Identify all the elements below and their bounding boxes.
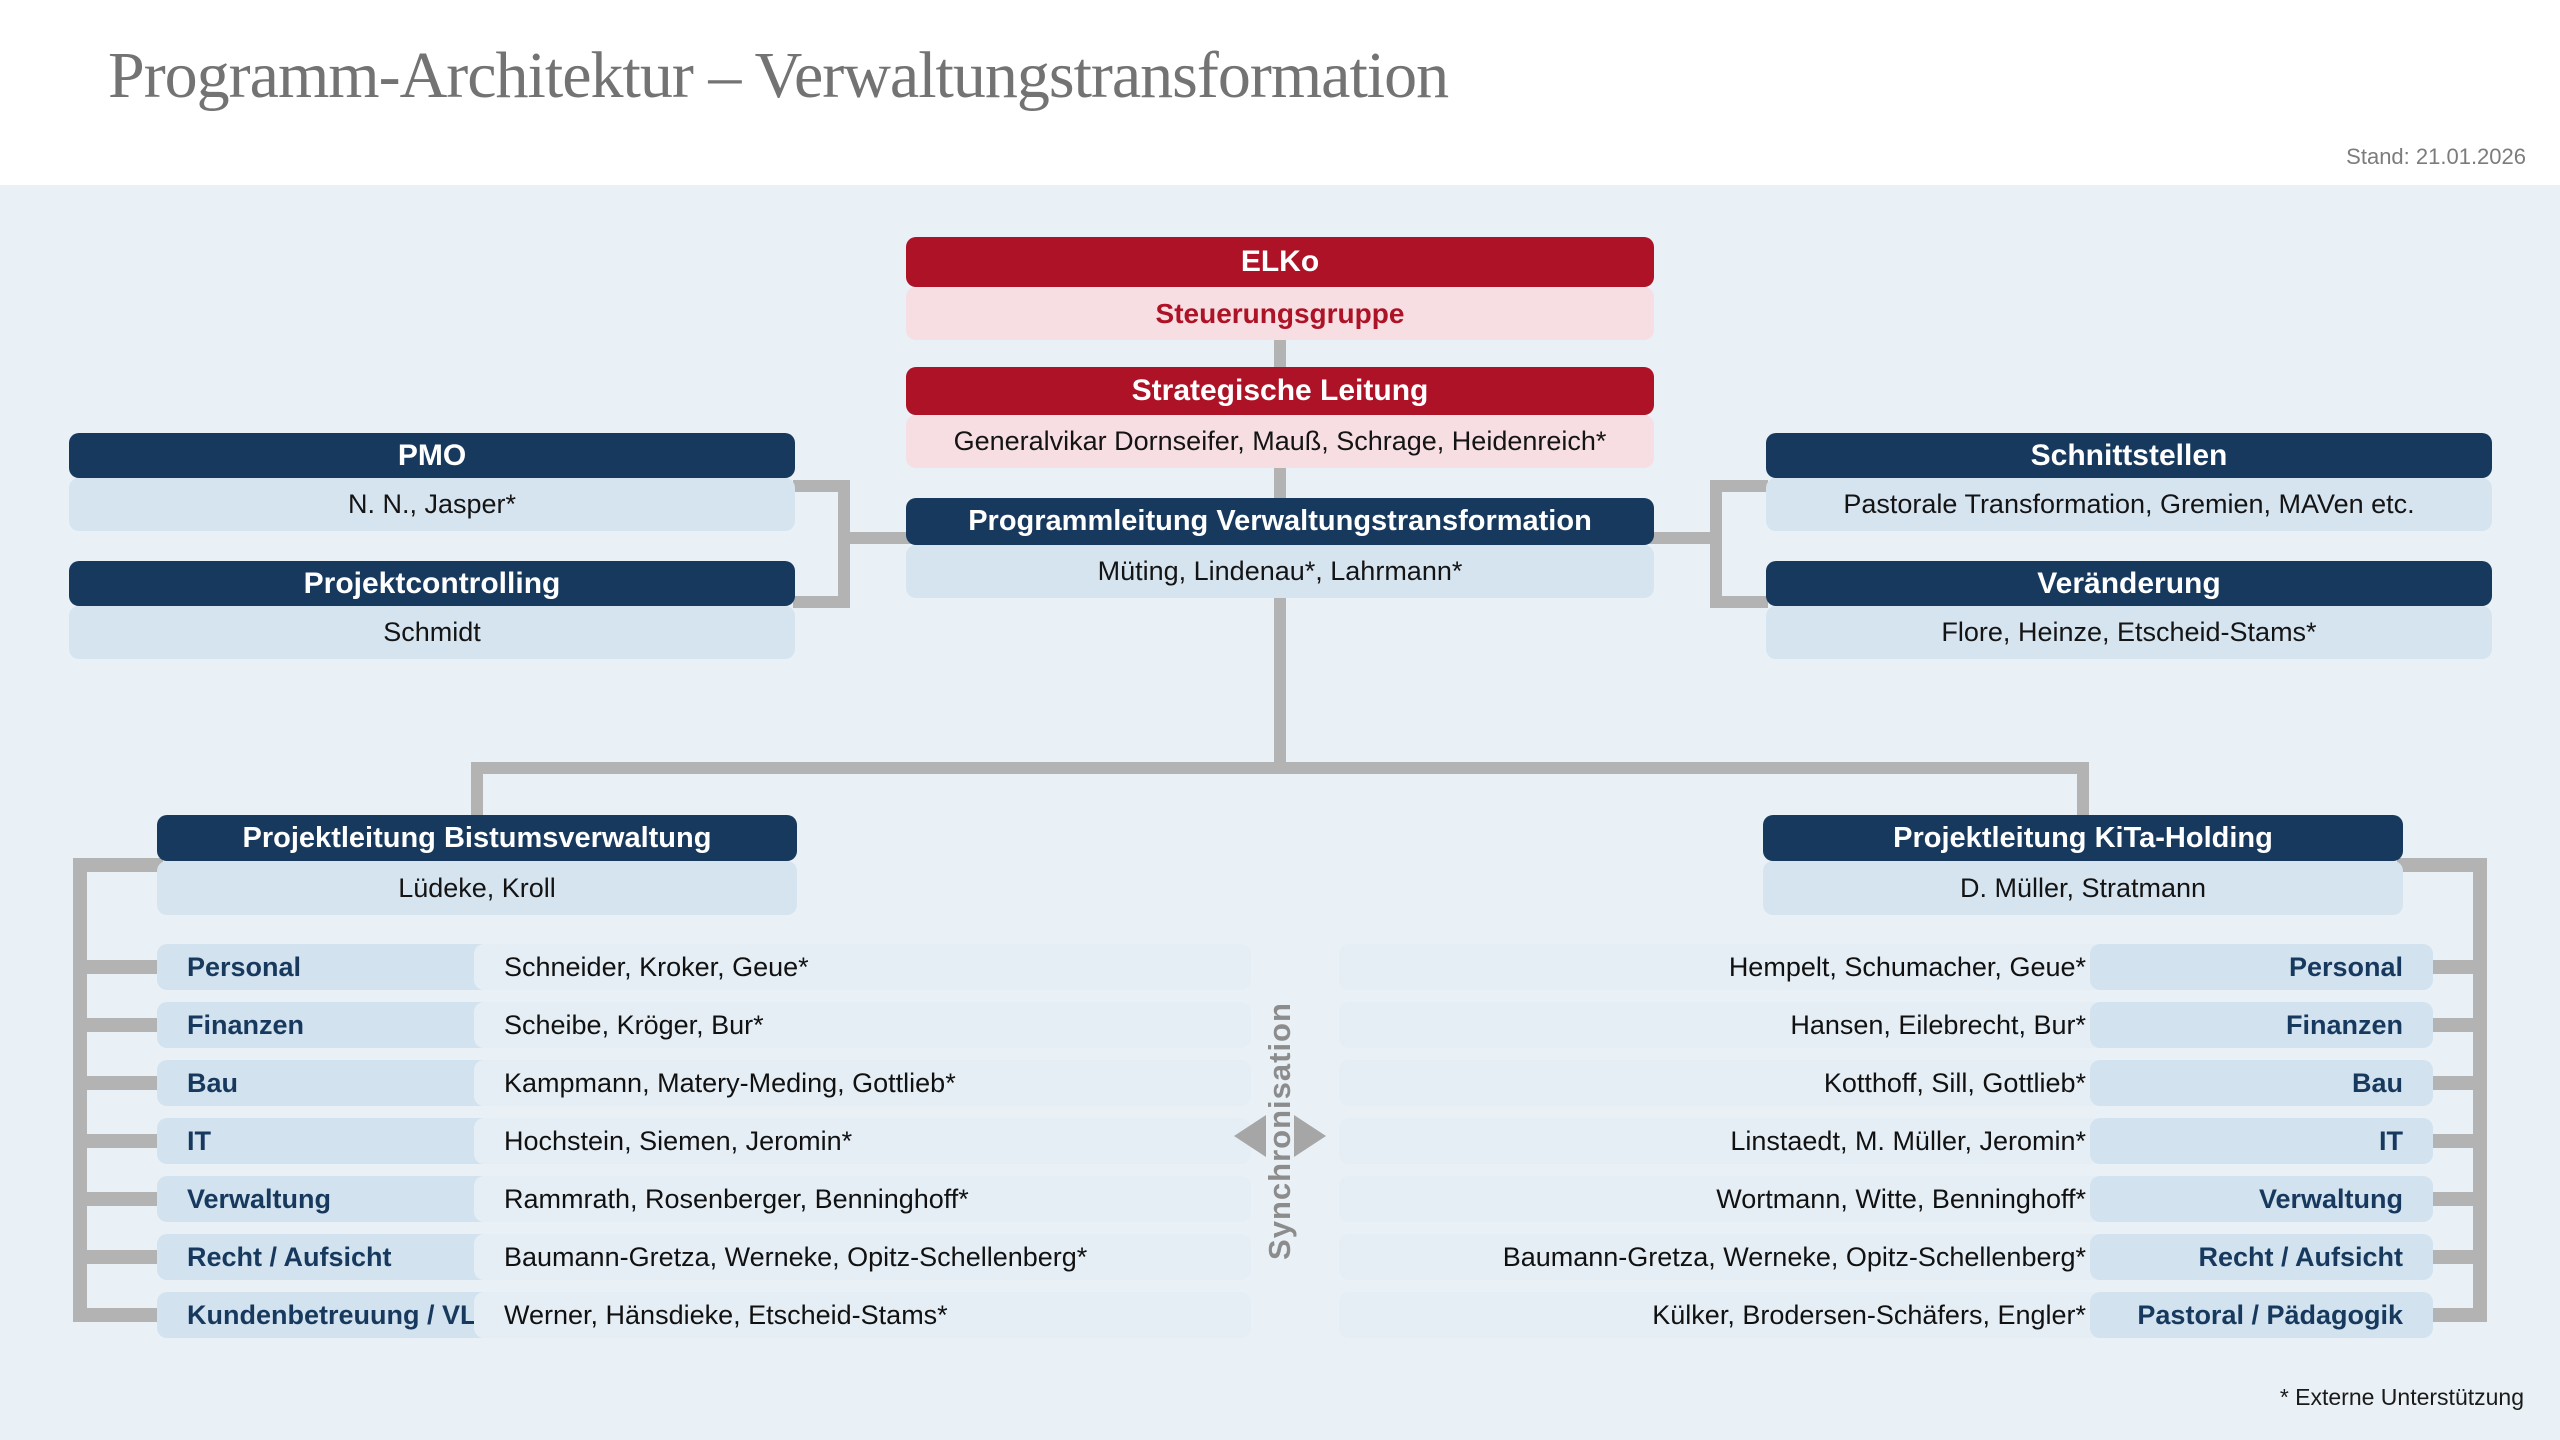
strategic-members-box: Generalvikar Dornseifer, Mauß, Schrage, … — [906, 415, 1654, 468]
connector-left-row-stub — [73, 1250, 163, 1264]
right-row-label: Bau — [2090, 1060, 2433, 1106]
elko-subtitle: Steuerungsgruppe — [1155, 297, 1405, 329]
connector-spine-1 — [1274, 338, 1286, 369]
right-row-label: Personal — [2090, 944, 2433, 990]
connector-drop-right — [2077, 762, 2089, 818]
strategic-members: Generalvikar Dornseifer, Mauß, Schrage, … — [953, 426, 1607, 456]
pmo-box: PMO — [69, 433, 795, 478]
connector-right-rows-vertical — [2473, 858, 2487, 1322]
left-row-label: Bau — [157, 1060, 500, 1106]
interfaces-box: Schnittstellen — [1766, 433, 2492, 478]
left-row-members: Schneider, Kroker, Geue* — [474, 944, 1251, 990]
controlling-box: Projektcontrolling — [69, 561, 795, 606]
connector-pmo-stub — [793, 480, 850, 492]
controlling-title: Projektcontrolling — [303, 566, 561, 600]
elko-box: ELKo — [906, 237, 1654, 287]
left-row-label: Personal — [157, 944, 500, 990]
elko-title: ELKo — [1240, 245, 1320, 278]
connector-left-row-stub — [73, 1134, 163, 1148]
status-date: Stand: 21.01.2026 — [2346, 144, 2526, 169]
sync-right-arrow-icon — [1294, 1115, 1326, 1157]
right-row-label: IT — [2090, 1118, 2433, 1164]
footnote: * Externe Unterstützung — [2279, 1384, 2524, 1410]
connector-interfaces-stub — [1710, 480, 1768, 492]
strategic-box: Strategische Leitung — [906, 367, 1654, 415]
left-row-members: Werner, Hänsdieke, Etscheid-Stams* — [474, 1292, 1251, 1338]
right-row-label: Finanzen — [2090, 1002, 2433, 1048]
interfaces-title: Schnittstellen — [2030, 438, 2228, 472]
page-title: Programm-Architektur – Verwaltungstransf… — [108, 39, 1449, 112]
pmo-members-box: N. N., Jasper* — [69, 478, 795, 531]
right-project-box: Projektleitung KiTa-Holding — [1763, 815, 2403, 861]
connector-left-row-stub — [73, 960, 163, 974]
interfaces-members: Pastorale Transformation, Gremien, MAVen… — [1843, 489, 2415, 519]
sync-label: Synchronisation — [1262, 1002, 1297, 1260]
right-project-title: Projektleitung KiTa-Holding — [1893, 821, 2273, 854]
connector-controlling-stub — [793, 596, 850, 608]
sync-left-arrow-icon — [1234, 1115, 1266, 1157]
pmo-title: PMO — [397, 438, 467, 472]
left-row-label: Verwaltung — [157, 1176, 500, 1222]
change-members-box: Flore, Heinze, Etscheid-Stams* — [1766, 606, 2492, 659]
controlling-members-box: Schmidt — [69, 606, 795, 659]
right-row-label: Pastoral / Pädagogik — [2090, 1292, 2433, 1338]
connector-right-bracket — [1710, 480, 1722, 608]
left-row-members: Scheibe, Kröger, Bur* — [474, 1002, 1251, 1048]
left-row-label: Recht / Aufsicht — [157, 1234, 500, 1280]
right-row-members: Kotthoff, Sill, Gottlieb* — [1339, 1060, 2116, 1106]
left-row-members: Baumann-Gretza, Werneke, Opitz-Schellenb… — [474, 1234, 1251, 1280]
program-members: Müting, Lindenau*, Lahrmann* — [1097, 556, 1463, 586]
program-box: Programmleitung Verwaltungstransformatio… — [906, 498, 1654, 545]
left-row-members: Rammrath, Rosenberger, Benninghoff* — [474, 1176, 1251, 1222]
connector-right-to-program — [1648, 532, 1722, 544]
program-title: Programmleitung Verwaltungstransformatio… — [968, 505, 1592, 537]
controlling-members: Schmidt — [383, 617, 481, 647]
left-row-label: Kundenbetreuung / VL — [157, 1292, 500, 1338]
left-row-members: Kampmann, Matery-Meding, Gottlieb* — [474, 1060, 1251, 1106]
right-row-members: Wortmann, Witte, Benninghoff* — [1339, 1176, 2116, 1222]
right-row-members: Hansen, Eilebrecht, Bur* — [1339, 1002, 2116, 1048]
right-row-members: Külker, Brodersen-Schäfers, Engler* — [1339, 1292, 2116, 1338]
right-row-members: Linstaedt, M. Müller, Jeromin* — [1339, 1118, 2116, 1164]
change-title: Veränderung — [2037, 566, 2221, 600]
pmo-members: N. N., Jasper* — [347, 489, 517, 519]
connector-left-row-stub — [73, 1076, 163, 1090]
interfaces-members-box: Pastorale Transformation, Gremien, MAVen… — [1766, 478, 2492, 531]
connector-right-rows-top — [2397, 858, 2487, 872]
change-members: Flore, Heinze, Etscheid-Stams* — [1941, 617, 2317, 647]
left-row-label: Finanzen — [157, 1002, 500, 1048]
left-project-box: Projektleitung Bistumsverwaltung — [157, 815, 797, 861]
left-project-title: Projektleitung Bistumsverwaltung — [242, 821, 712, 854]
elko-subtitle-box: Steuerungsgruppe — [906, 287, 1654, 340]
connector-left-bracket — [838, 480, 850, 608]
connector-left-row-stub — [73, 1192, 163, 1206]
connector-left-rows-top — [73, 858, 163, 872]
change-box: Veränderung — [1766, 561, 2492, 606]
connector-left-row-stub — [73, 1308, 163, 1322]
connector-spine-3 — [1274, 594, 1286, 766]
connector-main-horizontal — [471, 762, 2089, 774]
connector-left-row-stub — [73, 1018, 163, 1032]
right-row-label: Verwaltung — [2090, 1176, 2433, 1222]
left-row-members: Hochstein, Siemen, Jeromin* — [474, 1118, 1251, 1164]
right-row-members: Hempelt, Schumacher, Geue* — [1339, 944, 2116, 990]
program-members-box: Müting, Lindenau*, Lahrmann* — [906, 545, 1654, 598]
connector-left-to-program — [838, 532, 912, 544]
connector-spine-2 — [1274, 466, 1286, 498]
connector-left-rows-vertical — [73, 858, 87, 1322]
strategic-title: Strategische Leitung — [1131, 374, 1429, 407]
left-project-members: Lüdeke, Kroll — [398, 872, 556, 903]
connector-drop-left — [471, 762, 483, 818]
right-row-label: Recht / Aufsicht — [2090, 1234, 2433, 1280]
header-band — [0, 0, 2560, 185]
right-project-members: D. Müller, Stratmann — [1959, 872, 2207, 903]
right-row-members: Baumann-Gretza, Werneke, Opitz-Schellenb… — [1339, 1234, 2116, 1280]
connector-change-stub — [1710, 596, 1768, 608]
right-project-members-box: D. Müller, Stratmann — [1763, 861, 2403, 915]
left-project-members-box: Lüdeke, Kroll — [157, 861, 797, 915]
left-row-label: IT — [157, 1118, 500, 1164]
